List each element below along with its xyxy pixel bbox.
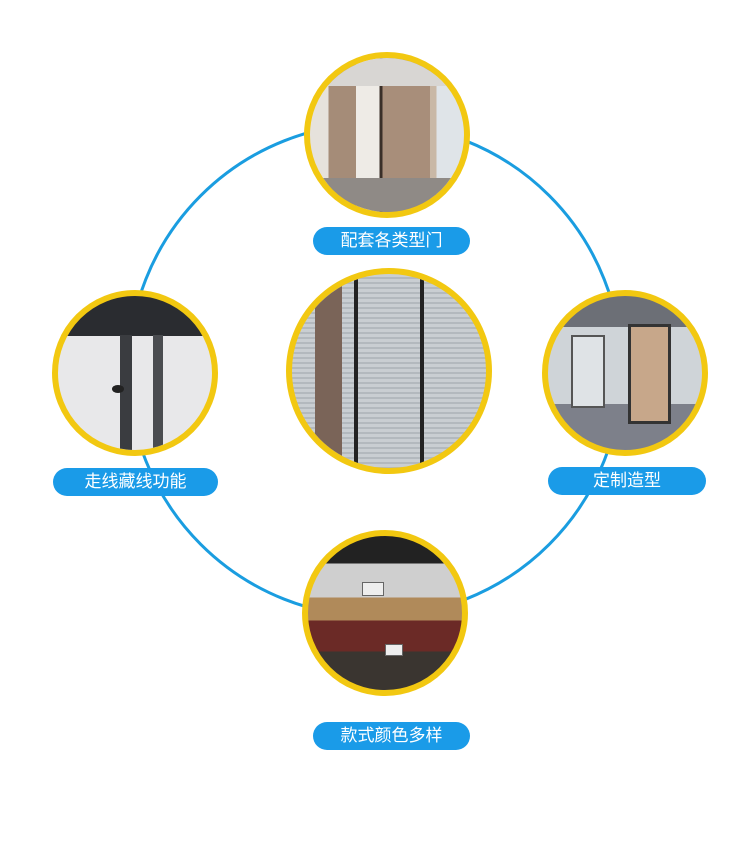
office-doors-photo (304, 52, 470, 218)
feature-label-styles-colors: 款式颜色多样 (313, 722, 470, 750)
feature-label-wiring: 走线藏线功能 (53, 468, 218, 496)
blinds-glass-partition-photo (286, 268, 492, 474)
feature-label-doors: 配套各类型门 (313, 227, 470, 255)
glass-partition-corridor-photo (542, 290, 708, 456)
feature-label-custom-shape: 定制造型 (548, 467, 706, 495)
wiring-channel-photo (52, 290, 218, 456)
profile-samples-photo (302, 530, 468, 696)
